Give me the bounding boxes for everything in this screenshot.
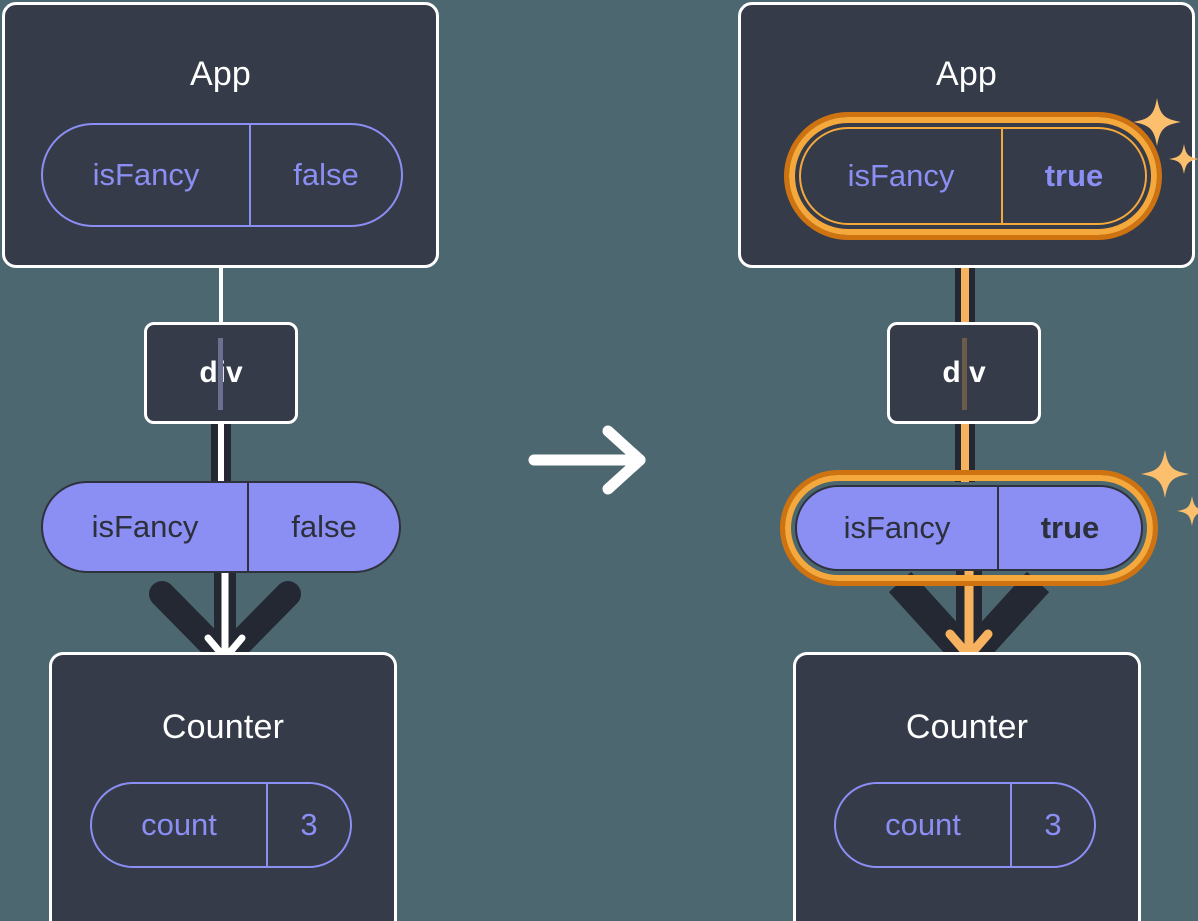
wire-through-div-after <box>962 338 967 410</box>
prop-pill-key-before: isFancy <box>91 509 199 544</box>
wire-through-div-before <box>218 338 223 410</box>
counter-title-after: Counter <box>905 708 1029 746</box>
counter-state-pill-value-after: 3 <box>1010 784 1094 866</box>
prop-pill-after[interactable]: isFancy true <box>795 485 1143 571</box>
counter-state-pill-after[interactable]: count 3 <box>834 782 1096 868</box>
counter-state-pill-key-after: count <box>885 807 961 842</box>
prop-pill-value-after: true <box>997 487 1141 569</box>
wire-app-to-div-before <box>219 265 223 323</box>
app-title-before: App <box>189 55 252 93</box>
app-state-pill-value-after: true <box>1001 129 1145 223</box>
counter-state-pill-value-before: 3 <box>266 784 350 866</box>
app-state-pill-after[interactable]: isFancy true <box>799 127 1147 225</box>
wire-div-to-pill-core-after <box>961 424 969 482</box>
before-panel: App isFancy false div isFancy false <box>2 2 439 921</box>
prop-sparkle-icon-after <box>1139 448 1198 534</box>
wire-div-to-pill-core-before <box>218 424 224 482</box>
app-state-pill-before[interactable]: isFancy false <box>41 123 403 227</box>
app-state-pill-key-after: isFancy <box>847 158 955 193</box>
app-state-pill-value-before: false <box>249 125 401 225</box>
after-panel: App isFancy true div isFancy true <box>599 0 1198 921</box>
prop-pill-before[interactable]: isFancy false <box>41 481 401 573</box>
wire-app-to-div-core-after <box>961 215 969 325</box>
counter-state-pill-before[interactable]: count 3 <box>90 782 352 868</box>
app-state-pill-key-before: isFancy <box>92 157 200 192</box>
prop-arrow-before <box>140 566 310 671</box>
counter-state-pill-key-before: count <box>141 807 217 842</box>
transition-arrow-right-icon <box>528 425 658 495</box>
app-sparkle-icon-after <box>1131 96 1198 182</box>
prop-pill-key-after: isFancy <box>843 510 951 545</box>
counter-title-before: Counter <box>161 708 285 746</box>
prop-pill-value-before: false <box>247 483 399 571</box>
app-title-after: App <box>935 55 998 93</box>
